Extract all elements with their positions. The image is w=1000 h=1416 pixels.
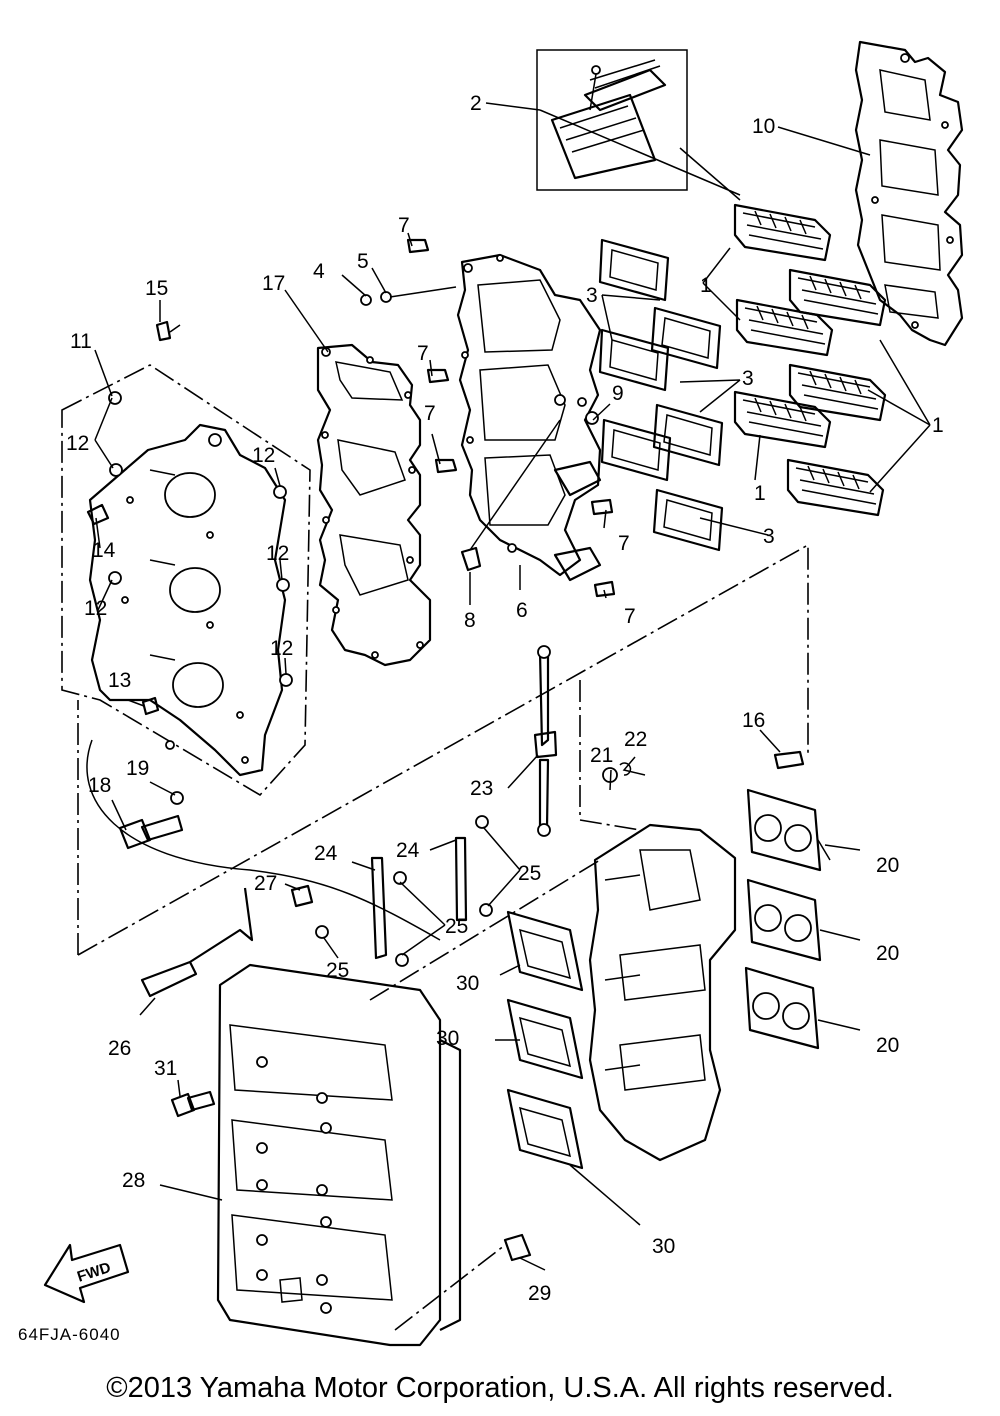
reed-valve-detail-inset	[536, 49, 688, 191]
gasket-17	[316, 343, 432, 667]
callout-12: 12	[84, 597, 107, 620]
callout-18: 18	[88, 774, 111, 797]
callout-9: 9	[612, 382, 624, 405]
callout-17: 17	[262, 272, 285, 295]
callout-23: 23	[470, 777, 493, 800]
callout-1: 1	[754, 482, 766, 505]
callout-19: 19	[126, 757, 149, 780]
drawing-code: 64FJA-6040	[18, 1325, 121, 1344]
callout-12: 12	[270, 637, 293, 660]
callout-11: 11	[70, 330, 92, 353]
callout-30: 30	[456, 972, 479, 995]
callout-25: 25	[445, 915, 468, 938]
callout-3: 3	[586, 284, 598, 307]
callout-7: 7	[417, 342, 429, 365]
callout-13: 13	[108, 669, 131, 692]
callout-12: 12	[66, 432, 89, 455]
small-fittings	[86, 238, 805, 1262]
reed-gaskets-3	[598, 238, 724, 552]
reed-valves-1	[733, 203, 887, 517]
leader-lines	[94, 102, 931, 1271]
callout-22: 22	[624, 728, 647, 751]
callout-21: 21	[590, 744, 613, 767]
callout-29: 29	[528, 1282, 551, 1305]
callout-20: 20	[876, 854, 899, 877]
callout-31: 31	[154, 1057, 177, 1080]
callout-26: 26	[108, 1037, 131, 1060]
callout-30: 30	[436, 1027, 459, 1050]
callout-7: 7	[398, 214, 410, 237]
callout-5: 5	[357, 250, 369, 273]
callout-3: 3	[763, 525, 775, 548]
callout-28: 28	[122, 1169, 145, 1192]
callout-12: 12	[252, 444, 275, 467]
callout-27: 27	[254, 872, 277, 895]
callout-7: 7	[618, 532, 630, 555]
manifold-group-11	[61, 364, 311, 797]
callout-6: 6	[516, 599, 528, 622]
callout-4: 4	[313, 260, 325, 283]
callout-12: 12	[266, 542, 289, 565]
callout-25: 25	[518, 862, 541, 885]
callout-1: 1	[700, 274, 712, 297]
gaskets-20	[744, 788, 822, 1050]
callout-7: 7	[424, 402, 436, 425]
callout-10: 10	[752, 115, 775, 138]
link-rod-23	[533, 645, 558, 837]
callout-16: 16	[742, 709, 765, 732]
forward-direction-arrow: FWD	[43, 1243, 130, 1304]
reed-valve-plate-6	[456, 253, 602, 582]
fwd-label: FWD	[75, 1259, 113, 1286]
callout-15: 15	[145, 277, 168, 300]
callout-24: 24	[396, 839, 420, 862]
callout-3: 3	[742, 367, 754, 390]
callout-20: 20	[876, 942, 899, 965]
callout-1: 1	[932, 414, 944, 437]
callout-30: 30	[652, 1235, 675, 1258]
assembly-reference-lines	[77, 543, 809, 1331]
callout-20: 20	[876, 1034, 899, 1057]
silencer-cover-28	[216, 963, 462, 1347]
callout-labels: 2 10 7 4 5 17 15 1 3 11 7 3 9 7 1 12 12 …	[66, 92, 944, 1305]
hoses-24	[370, 836, 468, 960]
callout-14: 14	[92, 539, 116, 562]
copyright-notice: ©2013 Yamaha Motor Corporation, U.S.A. A…	[106, 1372, 894, 1404]
carburetor-assembly	[588, 823, 737, 1162]
callout-7: 7	[624, 605, 636, 628]
callout-8: 8	[464, 609, 476, 632]
gasket-10	[854, 40, 964, 347]
callout-25: 25	[326, 959, 349, 982]
callout-2: 2	[470, 92, 482, 115]
hose-clips-25	[315, 815, 493, 967]
callout-24: 24	[314, 842, 338, 865]
